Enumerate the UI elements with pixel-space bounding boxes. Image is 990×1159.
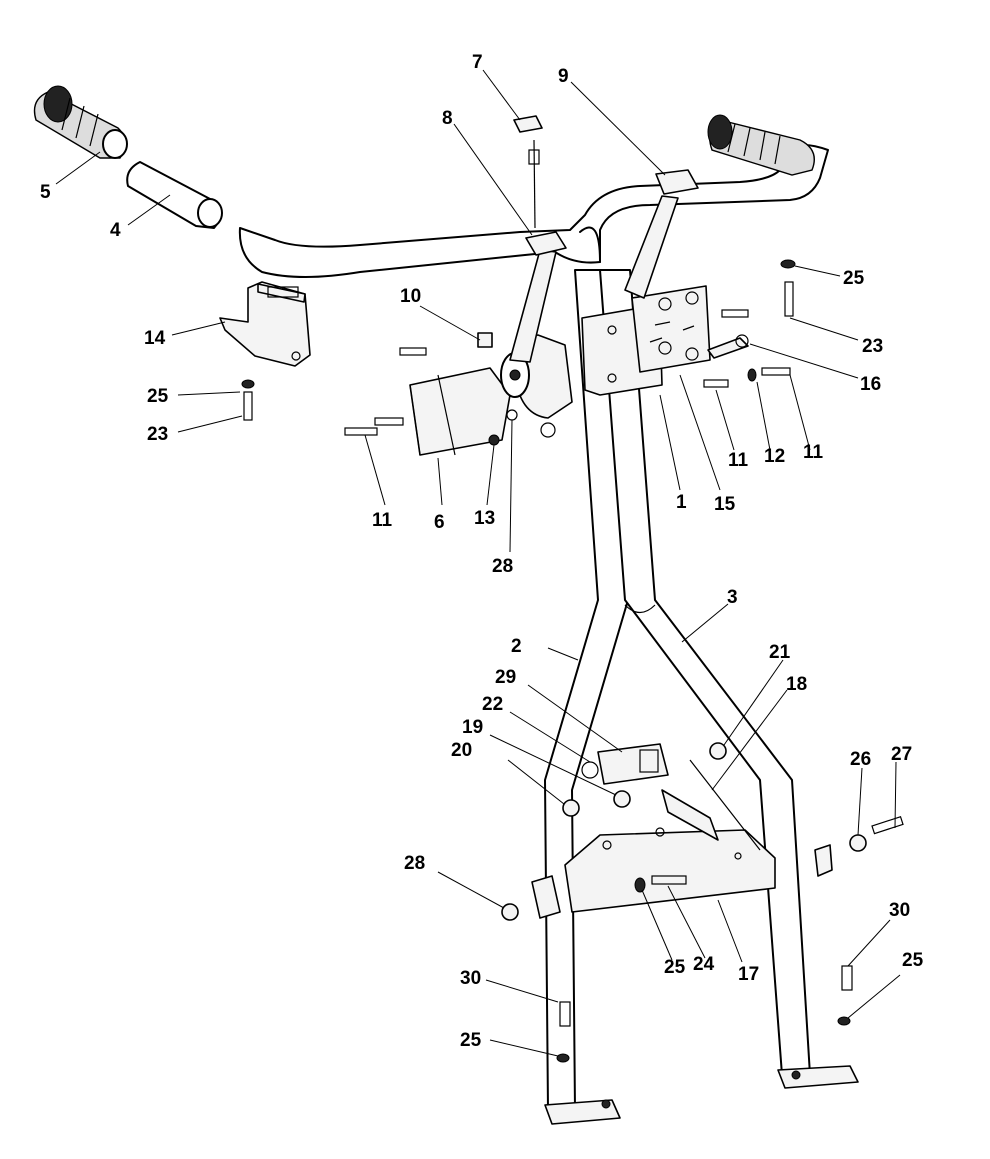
callout-14: 14 [144,328,166,349]
callout-30: 30 [889,900,910,921]
handlebar [238,144,829,278]
callout-11: 11 [803,442,824,463]
callout-29: 29 [495,667,516,688]
callout-25: 25 [902,950,924,971]
switch-box [219,281,311,367]
lower-hardware [501,742,904,1063]
leader-lines [55,69,901,1057]
left-grip [33,85,128,159]
callout-22: 22 [482,694,503,715]
callout-23: 23 [147,424,168,445]
callout-7: 7 [472,52,483,73]
right-grip [707,114,815,176]
callout-15: 15 [714,494,736,515]
callout-25: 25 [147,386,169,407]
control-mount-box [409,367,511,456]
callout-18: 18 [786,674,807,695]
callout-11: 11 [728,450,749,471]
callout-8: 8 [442,108,453,129]
callout-3: 3 [727,587,738,608]
callout-28: 28 [492,556,513,577]
callout-21: 21 [769,642,791,663]
callout-labels: 5 4 7 8 9 25 23 16 10 14 25 23 11 12 11 … [40,52,924,1051]
callout-11: 11 [372,510,393,531]
upper-hardware [241,259,796,436]
callout-9: 9 [558,66,569,87]
right-control-lever [624,169,699,299]
callout-12: 12 [764,446,785,467]
throttle-lever-assembly [500,231,573,438]
callout-25: 25 [843,268,865,289]
callout-1: 1 [676,492,687,513]
control-plate-right [631,285,711,373]
callout-17: 17 [738,964,759,985]
support-bar [661,759,761,851]
callout-25: 25 [664,957,686,978]
callout-16: 16 [860,374,881,395]
callout-28: 28 [404,853,425,874]
bar-end-sleeve [126,161,223,229]
callout-2: 2 [511,636,522,657]
callout-23: 23 [862,336,883,357]
callout-24: 24 [693,954,715,975]
callout-26: 26 [850,749,871,770]
lower-switch [581,743,669,785]
callout-6: 6 [434,512,445,533]
callout-10: 10 [400,286,421,307]
frame-feet [544,1065,859,1125]
callout-20: 20 [451,740,472,761]
callout-19: 19 [462,717,483,738]
callout-25: 25 [460,1030,482,1051]
callout-4: 4 [110,220,121,241]
callout-13: 13 [474,508,495,529]
callout-5: 5 [40,182,51,203]
lower-bracket-plate [564,827,776,913]
choke-cable [513,115,543,229]
callout-27: 27 [891,744,912,765]
callout-30: 30 [460,968,481,989]
